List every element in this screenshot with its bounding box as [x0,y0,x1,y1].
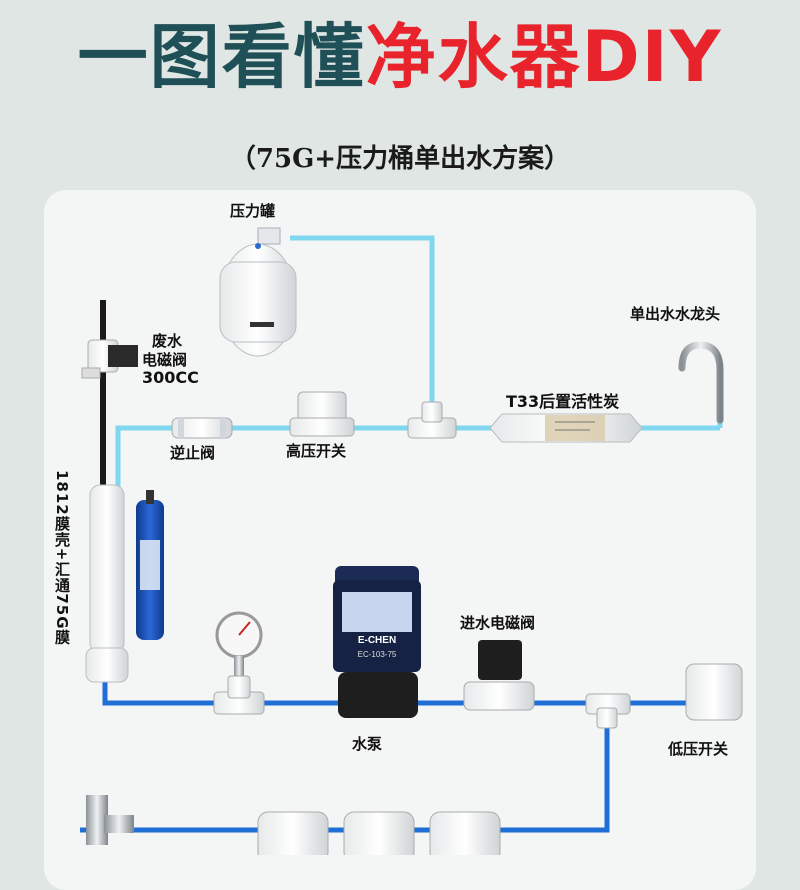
ro-membrane-icon [136,490,164,640]
waste-solenoid-valve-icon [81,339,138,379]
pump-icon: E-CHEN EC-103-75 [333,566,421,718]
page-subtitle: （75G+压力桶单出水方案） [229,144,571,174]
label-inlet-valve: 进水电磁阀 [460,614,536,632]
label-membrane: 1812膜壳+汇通75G膜 [53,470,71,646]
page-title: 一图看懂净水器DIY [0,22,800,92]
title-part1: 一图看懂 [77,16,366,98]
t33-filter-icon [489,413,643,443]
pressure-tank-icon [219,227,297,357]
label-waste-valve-line2: 电磁阀 [142,351,188,369]
ball-valve-icon [86,795,134,845]
pump-brand: E-CHEN [358,635,396,646]
prefilter-housings-icon [257,811,501,855]
raw-tee-fitting-icon [585,693,631,729]
plumbing-diagram: E-CHEN EC-103-75 [80,227,743,855]
label-check-valve: 逆止阀 [170,444,216,462]
faucet-icon [678,341,743,424]
membrane-housing-icon [85,484,129,683]
inlet-solenoid-valve-icon [463,640,535,711]
low-pressure-switch-icon [685,663,743,721]
check-valve-icon [171,417,233,439]
high-pressure-switch-icon [289,391,355,437]
label-waste-valve-line3: 300CC [142,368,199,387]
label-pressure-tank: 压力罐 [230,202,276,220]
label-high-switch: 高压开关 [286,442,347,460]
pressure-gauge-icon [213,611,265,715]
title-part2: 净水器DIY [365,16,723,98]
label-low-switch: 低压开关 [668,740,729,758]
label-t33-filter: T33后置活性炭 [506,392,620,411]
label-faucet: 单出水水龙头 [630,305,721,323]
label-pump: 水泵 [352,735,383,753]
label-waste-valve-line1: 废水 [152,332,183,350]
pump-model: EC-103-75 [358,650,397,659]
tee-fitting-icon [407,401,457,439]
